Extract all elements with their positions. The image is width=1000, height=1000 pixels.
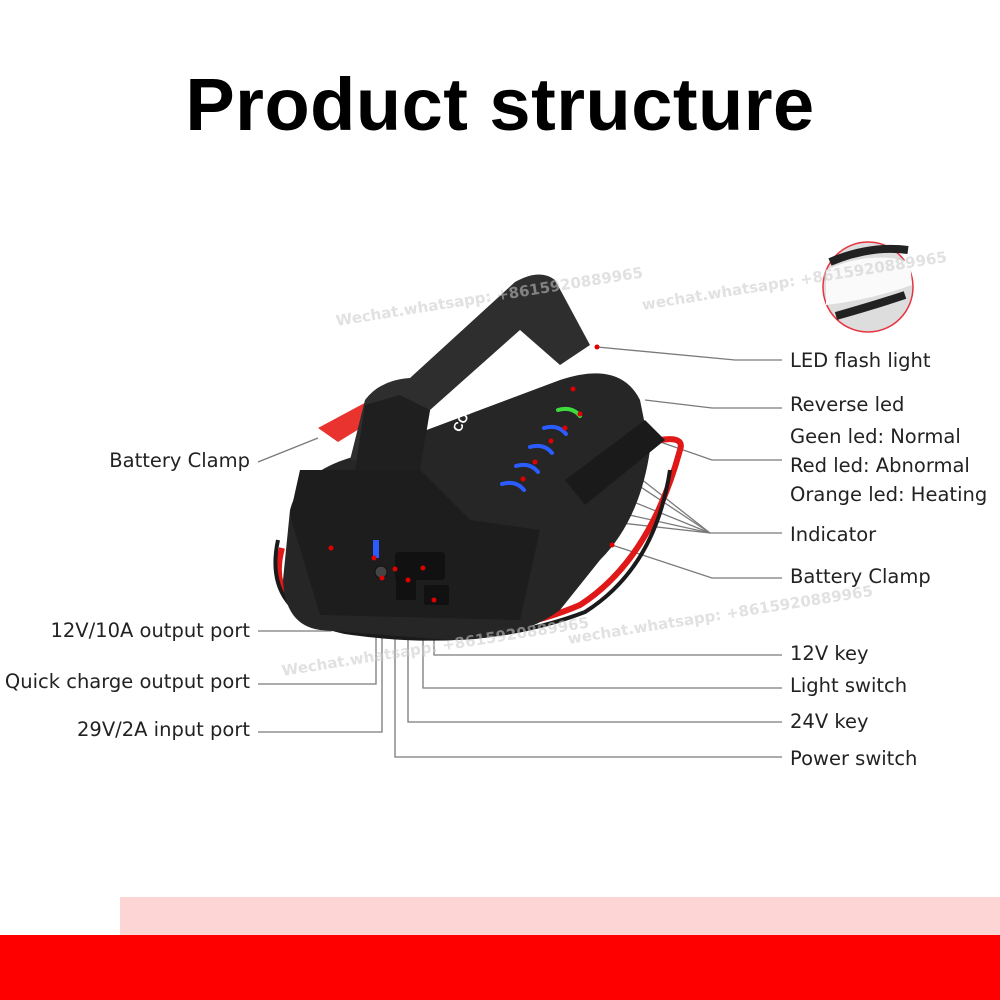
pink-band — [120, 897, 1000, 935]
label-12v-key: 12V key — [790, 642, 869, 665]
label-orange-led: Orange led: Heating — [790, 483, 988, 506]
red-band — [0, 935, 1000, 1000]
page-title: Product structure — [185, 63, 815, 146]
label-24v-key: 24V key — [790, 710, 869, 733]
label-battery-clamp-left: Battery Clamp — [109, 449, 250, 472]
label-indicator: Indicator — [790, 523, 877, 546]
label-led-flash-light: LED flash light — [790, 349, 931, 372]
label-red-led: Red led: Abnormal — [790, 454, 970, 477]
label-battery-clamp-right: Battery Clamp — [790, 565, 931, 588]
black-clamp — [565, 420, 665, 505]
label-green-led: Geen led: Normal — [790, 425, 961, 448]
label-light-switch: Light switch — [790, 674, 908, 697]
label-output-port: 12V/10A output port — [50, 619, 250, 642]
label-input-port: 29V/2A input port — [77, 718, 250, 741]
label-power-switch: Power switch — [790, 747, 918, 770]
label-quick-charge-port: Quick charge output port — [4, 670, 250, 693]
label-reverse-led: Reverse led — [790, 393, 905, 416]
